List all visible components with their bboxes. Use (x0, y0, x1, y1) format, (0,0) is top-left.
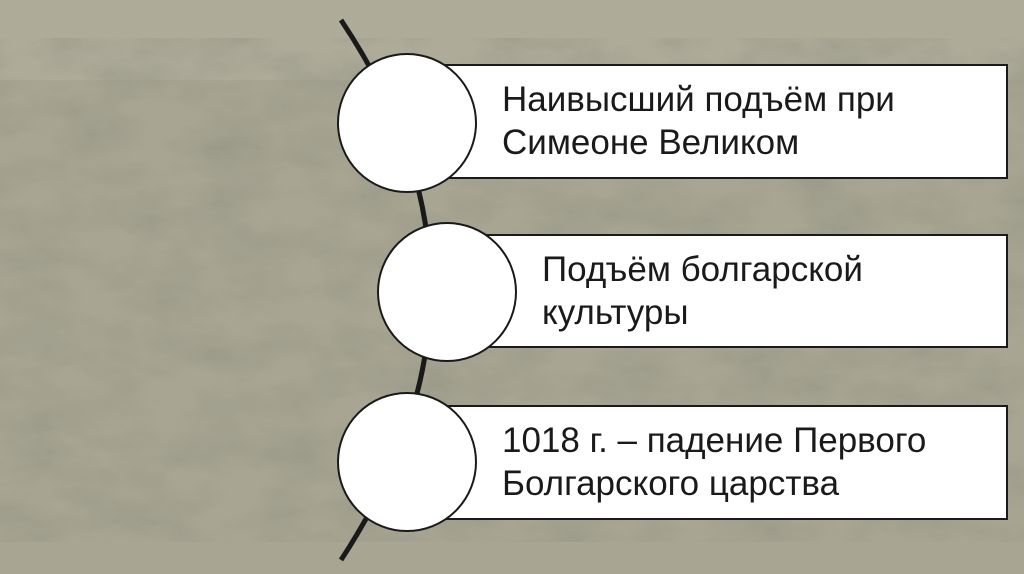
timeline-item-1-circle (337, 53, 477, 193)
timeline-item-3-text: 1018 г. – падение Первого Болгарского ца… (502, 421, 927, 503)
timeline-item-2-circle (377, 222, 517, 362)
timeline-item-3-circle (337, 392, 477, 532)
timeline-item-1-box: Наивысший подъём при Симеоне Великом (407, 64, 1008, 179)
timeline-item-2-box: Подъём болгарской культуры (447, 234, 1008, 348)
timeline-item-2-text: Подъём болгарской культуры (542, 250, 863, 332)
timeline-item-1-text: Наивысший подъём при Симеоне Великом (502, 80, 895, 162)
timeline-item-3-box: 1018 г. – падение Первого Болгарского ца… (407, 405, 1008, 520)
